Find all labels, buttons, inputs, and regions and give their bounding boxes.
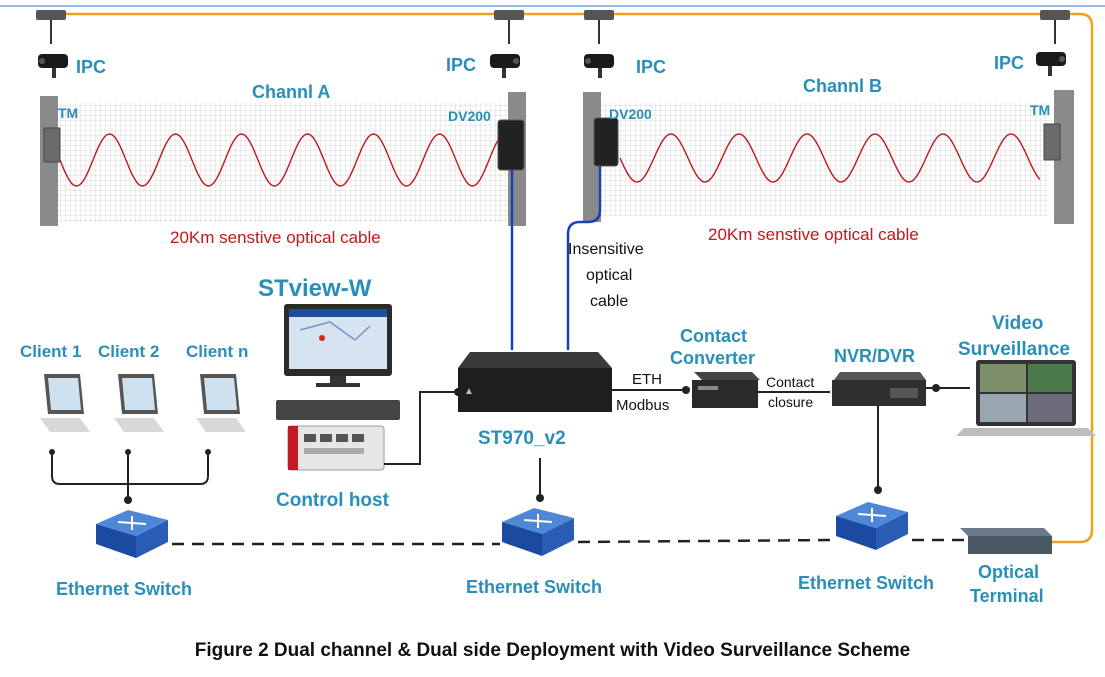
ethernet-switch-label-1: Ethernet Switch	[56, 579, 192, 599]
orange-network-line	[60, 12, 1094, 544]
st970-device: ▲	[458, 352, 612, 412]
optical-terminal-label-2: Terminal	[970, 586, 1044, 606]
ipc-label-4: IPC	[994, 53, 1024, 73]
figure-caption: Figure 2 Dual channel & Dual side Deploy…	[194, 640, 911, 661]
backbone-dashed-line	[172, 538, 966, 546]
tm-box-a	[43, 127, 61, 163]
cable-label-a: 20Km senstive optical cable	[170, 228, 381, 247]
client-n-label: Client n	[186, 342, 248, 361]
optical-terminal-label-1: Optical	[978, 562, 1039, 582]
poe-switch-icon	[584, 10, 614, 44]
server-icon	[287, 425, 385, 471]
dv200-label-a: DV200	[448, 108, 491, 124]
laptop-icon	[956, 360, 1096, 436]
host-link-line	[384, 391, 458, 465]
client-1-label: Client 1	[20, 342, 81, 361]
contact-converter-label-2: Converter	[670, 348, 755, 368]
svg-text:▲: ▲	[464, 386, 474, 397]
nvr-label: NVR/DVR	[834, 346, 915, 366]
insensitive-label-1: Insensitive	[568, 241, 644, 258]
ipc-label-1: IPC	[76, 57, 106, 77]
tm-box-b	[1043, 123, 1061, 161]
poe-switch-icon	[494, 10, 524, 44]
ip-camera-icon	[490, 54, 520, 78]
ip-camera-icon	[1036, 52, 1066, 76]
video-label-2: Surveillance	[958, 339, 1070, 360]
sensing-cable-wave-b	[619, 133, 1041, 183]
nvr-icon	[832, 372, 926, 406]
ethernet-switch-label-2: Ethernet Switch	[466, 577, 602, 597]
dv200-box-a	[497, 119, 525, 171]
dv200-label-b: DV200	[609, 106, 652, 122]
stview-title: STview-W	[258, 275, 372, 302]
ip-camera-icon	[38, 54, 68, 78]
optical-terminal-device	[960, 528, 1052, 554]
ethernet-switch-icon	[836, 502, 908, 550]
contact-converter-device	[692, 372, 760, 408]
st970-label: ST970_v2	[478, 428, 566, 449]
client-2-label: Client 2	[98, 342, 159, 361]
contact-closure-label-2: closure	[768, 394, 813, 410]
ethernet-switch-label-3: Ethernet Switch	[798, 573, 934, 593]
fence-channel-a	[40, 92, 526, 226]
insensitive-label-3: cable	[590, 293, 628, 310]
ipc-label-3: IPC	[636, 57, 666, 77]
ethernet-switch-icon	[96, 510, 168, 558]
channel-a-label: Channl A	[252, 82, 330, 102]
sensing-cable-wave-a	[59, 133, 501, 187]
video-label-1: Video	[992, 313, 1043, 334]
tm-label-b: TM	[1030, 102, 1050, 118]
laptop-icon	[40, 374, 90, 432]
ethernet-switch-icon	[502, 508, 574, 556]
poe-switch-icon	[36, 10, 66, 44]
dv200-box-b	[593, 117, 619, 167]
cable-label-b: 20Km senstive optical cable	[708, 225, 919, 244]
contact-closure-label-1: Contact	[766, 374, 814, 390]
ipc-label-2: IPC	[446, 55, 476, 75]
laptop-icon	[196, 374, 246, 432]
monitor-icon	[276, 304, 400, 420]
fence-channel-b	[583, 90, 1074, 224]
ip-camera-icon	[584, 54, 614, 78]
eth-label: ETH	[632, 371, 662, 388]
contact-converter-label-1: Contact	[680, 326, 747, 346]
tm-label-a: TM	[58, 105, 78, 121]
insensitive-label-2: optical	[586, 267, 632, 284]
control-host-label: Control host	[276, 490, 390, 511]
poe-switch-icon	[1040, 10, 1070, 44]
fiber-line-b	[566, 166, 602, 350]
laptop-icon	[114, 374, 164, 432]
modbus-label: Modbus	[616, 397, 669, 414]
channel-b-label: Channl B	[803, 76, 882, 96]
